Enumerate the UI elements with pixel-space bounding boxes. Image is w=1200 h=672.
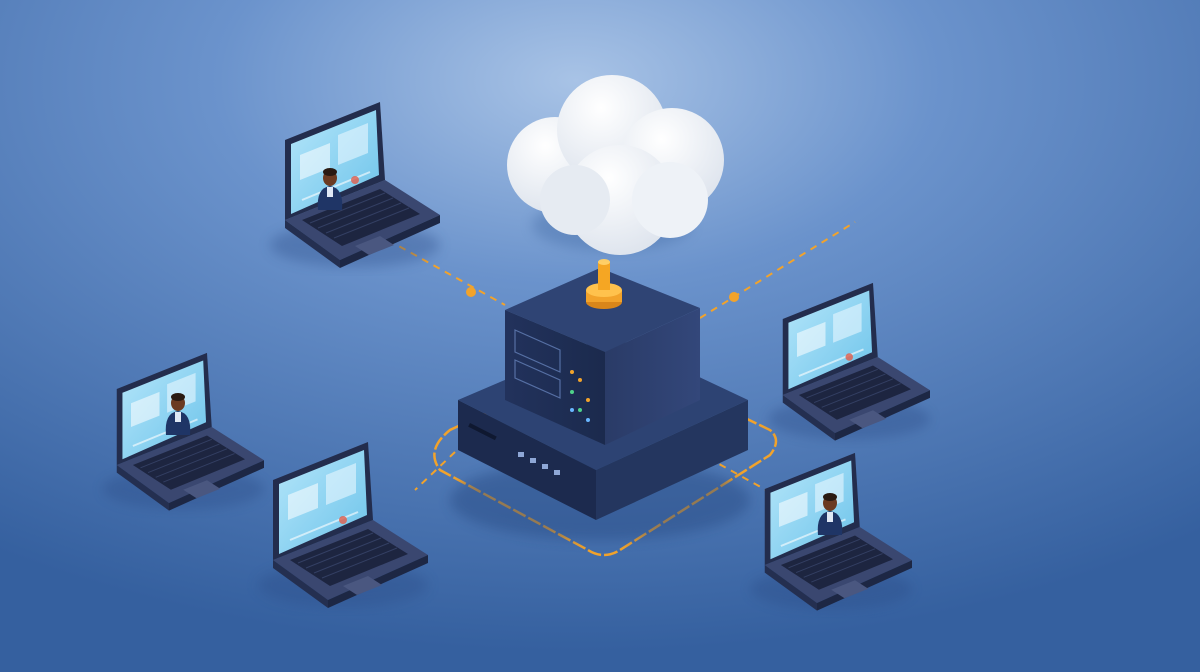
cloud-icon xyxy=(507,75,724,255)
network-link-icon xyxy=(387,221,856,496)
server-icon xyxy=(450,268,750,540)
link-node-icon xyxy=(466,287,739,302)
antenna-connector-icon xyxy=(586,259,622,309)
